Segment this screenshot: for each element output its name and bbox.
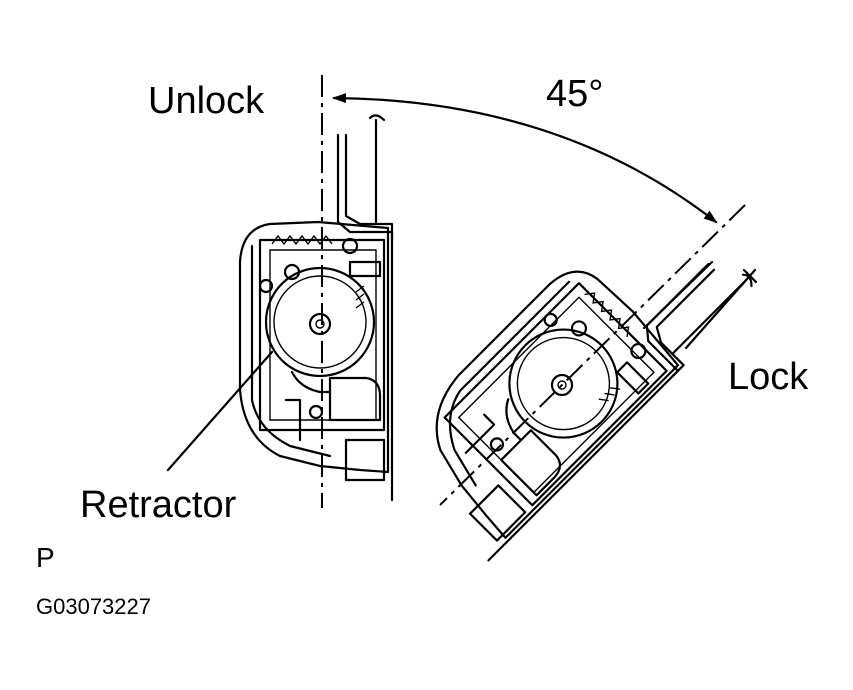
lock-centerline bbox=[439, 204, 746, 506]
lock-label: Lock bbox=[728, 356, 809, 398]
unlock-label: Unlock bbox=[148, 80, 265, 122]
rotation-arc bbox=[332, 93, 718, 224]
angle-label: 45° bbox=[546, 73, 604, 115]
retractor-leader bbox=[166, 350, 274, 472]
figure-code: G03073227 bbox=[36, 594, 151, 619]
view-label: P bbox=[36, 542, 55, 573]
retractor-unlocked bbox=[238, 114, 394, 502]
retractor-label: Retractor bbox=[80, 484, 237, 526]
retractor-tilted bbox=[379, 179, 762, 562]
